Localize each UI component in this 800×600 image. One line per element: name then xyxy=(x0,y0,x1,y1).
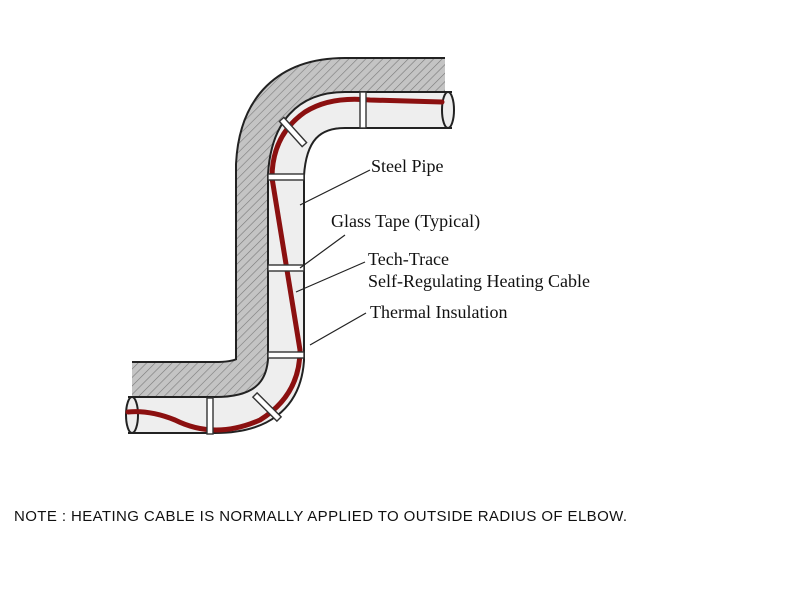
leader-thermal-insulation xyxy=(309,312,367,346)
glass-tape-band xyxy=(278,116,308,148)
glass-tape-bands xyxy=(206,91,367,435)
label-heating-cable-brand: Tech-Trace xyxy=(368,249,450,269)
pipe-end-right xyxy=(441,91,455,129)
installation-note: NOTE : HEATING CABLE IS NORMALLY APPLIED… xyxy=(14,508,628,525)
heating-cable xyxy=(125,96,445,433)
leader-glass-tape xyxy=(299,234,346,269)
pipe-end-left xyxy=(125,396,139,434)
thermal-insulation-hatch xyxy=(132,59,445,421)
glass-tape-band xyxy=(251,391,283,423)
glass-tape-band xyxy=(359,91,367,129)
leader-steel-pipe xyxy=(299,169,371,206)
glass-tape-band xyxy=(206,397,214,435)
label-thermal-insulation: Thermal Insulation xyxy=(370,302,508,322)
glass-tape-band xyxy=(267,173,305,181)
label-glass-tape: Glass Tape (Typical) xyxy=(331,211,481,231)
glass-tape-band xyxy=(267,351,305,359)
glass-tape-band xyxy=(267,264,305,272)
label-steel-pipe: Steel Pipe xyxy=(371,156,444,176)
label-heating-cable-type: Self-Regulating Heating Cable xyxy=(368,271,590,291)
leader-heating-cable xyxy=(295,261,366,293)
